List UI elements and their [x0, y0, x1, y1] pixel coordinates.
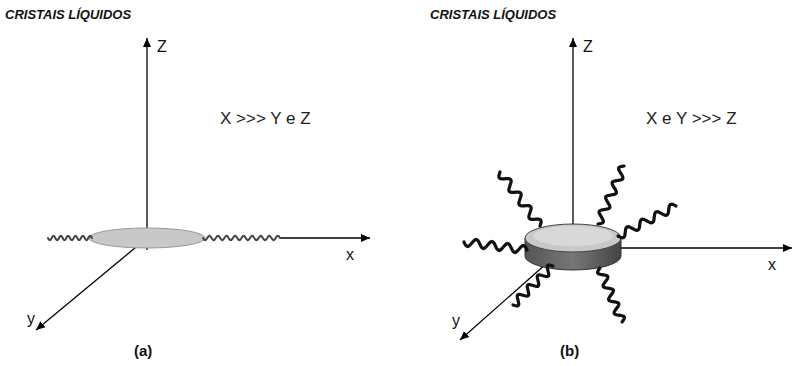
axis-label: y [27, 310, 35, 328]
alkyl-chain [513, 265, 553, 306]
panel-title: CRISTAIS LÍQUIDOS [430, 8, 556, 22]
axis-label: x [768, 256, 776, 274]
axis-label: y [452, 312, 460, 330]
panel-title: CRISTAIS LÍQUIDOS [5, 8, 131, 22]
disc-molecule [525, 224, 621, 270]
dimension-note: X e Y >>> Z [646, 110, 737, 129]
dimension-note: X >>> Y e Z [220, 110, 311, 129]
axis-label: Z [157, 38, 167, 56]
alkyl-chain [203, 236, 280, 240]
alkyl-chain [598, 268, 625, 322]
alkyl-chains-b [464, 166, 676, 322]
alkyl-chain [464, 240, 527, 253]
axes-b [460, 38, 792, 340]
alkyl-chain [499, 172, 541, 226]
alkyl-chain [618, 204, 676, 238]
panel-caption: (a) [134, 343, 152, 360]
axis-label: x [346, 246, 354, 264]
panel-caption: (b) [560, 343, 579, 360]
axis-label: Z [583, 38, 593, 56]
alkyl-chains-a [48, 236, 280, 240]
axes-a [36, 38, 370, 330]
alkyl-chain [48, 236, 92, 240]
rod-molecule [89, 228, 205, 248]
alkyl-chain [598, 166, 624, 224]
